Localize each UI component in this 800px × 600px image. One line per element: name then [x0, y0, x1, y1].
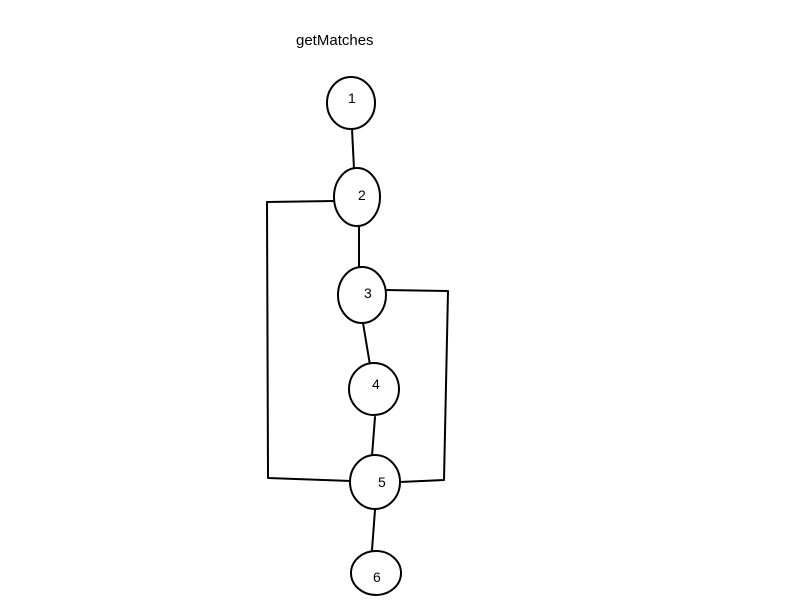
- node-4-label: 4: [372, 376, 380, 392]
- node-4-circle: [348, 362, 400, 416]
- node-1-label: 1: [348, 90, 356, 106]
- edge-1-2: [351, 128, 355, 170]
- node-3-label: 3: [364, 285, 372, 301]
- node-5: 5: [349, 454, 401, 510]
- edge-2-5-loop: [266, 200, 352, 482]
- node-5-circle: [349, 454, 401, 510]
- edge-4-5: [371, 416, 376, 457]
- diagram-title: getMatches: [296, 32, 374, 49]
- node-2-label: 2: [358, 187, 366, 203]
- node-4: 4: [348, 362, 400, 416]
- node-6-circle: [350, 550, 402, 596]
- edge-3-4: [362, 322, 371, 366]
- node-1-circle: [326, 76, 376, 130]
- node-5-label: 5: [378, 474, 386, 490]
- edges: [266, 128, 449, 551]
- node-2-circle: [333, 167, 381, 227]
- node-2: 2: [333, 167, 381, 227]
- node-6-label: 6: [373, 569, 381, 585]
- node-1: 1: [326, 76, 376, 130]
- edge-3-5-loop: [384, 289, 449, 483]
- node-6: 6: [350, 550, 402, 596]
- node-3-circle: [337, 266, 387, 324]
- node-3: 3: [337, 266, 387, 324]
- edge-5-6: [371, 509, 376, 551]
